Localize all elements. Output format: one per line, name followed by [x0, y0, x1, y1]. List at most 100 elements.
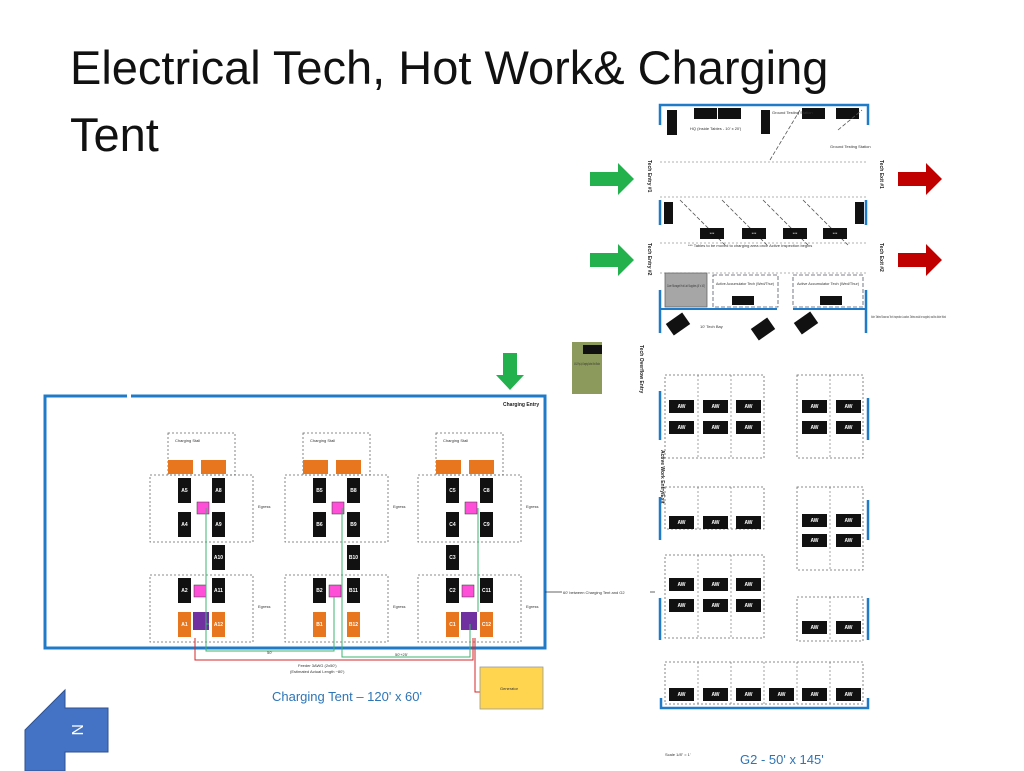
red-feeder-line [194, 638, 474, 661]
svg-text:***: *** [793, 231, 798, 236]
hq-label: HQ (Inside Tables - 10' x 20') [690, 126, 742, 131]
active-work-cell: AW [802, 421, 827, 434]
green-feeder-line [341, 508, 471, 658]
active-accumulator-label: Active Accumulator Tech (Wed/Thur) [716, 281, 775, 286]
active-work-cell: AW [736, 400, 761, 413]
active-work-cell: AW [836, 514, 861, 527]
svg-text:AW: AW [844, 518, 852, 524]
charging-cell: B8 [347, 478, 360, 503]
active-work-cell: AW [703, 400, 728, 413]
svg-text:AW: AW [744, 603, 752, 609]
tables-note: *** Tables to be moved to charging area … [688, 243, 812, 248]
active-work-cell: AW [802, 621, 827, 634]
svg-text:A12: A12 [214, 622, 223, 628]
charging-cell: A9 [212, 512, 225, 537]
charging-stall-unit [336, 460, 361, 474]
egress-label: Egress [258, 604, 270, 609]
inspection-table: *** [742, 228, 766, 239]
core-storage [664, 272, 708, 308]
active-work-cell: AW [736, 516, 761, 529]
charging-cell: C9 [480, 512, 493, 537]
svg-text:B11: B11 [349, 588, 358, 594]
active-work-cell: AW [736, 688, 761, 701]
charging-cell: B6 [313, 512, 326, 537]
scale-label: Scale 1/8" = 1' [665, 752, 691, 757]
svg-text:AW: AW [711, 404, 719, 410]
north-arrow-icon [24, 688, 109, 771]
overflow-station-label: LV/L2 Pop-Up Charging/ Active Work Stati… [574, 361, 600, 366]
svg-text:C12: C12 [482, 622, 491, 628]
charging-stall-label: Charging Stall [175, 438, 200, 443]
charging-tent-wall [43, 394, 547, 650]
distribution-box [464, 501, 478, 515]
power-panel [461, 612, 477, 630]
svg-text:C5: C5 [449, 488, 456, 494]
egress-label: Egress [393, 604, 405, 609]
svg-text:AW: AW [677, 404, 685, 410]
svg-text:AW: AW [744, 425, 752, 431]
charging-cell: A10 [212, 545, 225, 570]
active-work-cell: AW [836, 621, 861, 634]
svg-text:B2: B2 [316, 588, 323, 594]
ground-testing-label: Ground Testing Station [772, 110, 813, 115]
tech-exit-2-label: Tech Exit #2 [878, 243, 884, 272]
svg-text:B5: B5 [316, 488, 323, 494]
tech-exit-1-arrow-icon [898, 163, 942, 195]
svg-text:AW: AW [810, 518, 818, 524]
charging-cell: C11 [480, 578, 493, 603]
charging-cell: C5 [446, 478, 459, 503]
charging-cell: B11 [347, 578, 360, 603]
svg-text:A2: A2 [181, 588, 188, 594]
charging-cell: B12 [347, 612, 360, 637]
charging-stall-label: Charging Stall [443, 438, 468, 443]
core-storage-label: Core Storage/ Hot List Supplies (8' x 10… [667, 283, 705, 288]
svg-text:AW: AW [810, 425, 818, 431]
g2-caption: G2 - 50' x 145' [740, 752, 824, 767]
svg-text:AW: AW [810, 404, 818, 410]
tech-entry-1-label: Tech Entry #1 [646, 160, 652, 193]
charging-cell: A5 [178, 478, 191, 503]
active-work-cell: AW [736, 578, 761, 591]
distance-label: 50'+25' [395, 652, 408, 657]
svg-text:***: *** [752, 231, 757, 236]
svg-text:C4: C4 [449, 522, 456, 528]
active-work-cell: AW [669, 578, 694, 591]
svg-text:AW: AW [677, 425, 685, 431]
svg-text:AW: AW [711, 692, 719, 698]
charging-cell: B5 [313, 478, 326, 503]
svg-text:AW: AW [844, 404, 852, 410]
charging-cell: B10 [347, 545, 360, 570]
inspection-table: *** [700, 228, 724, 239]
generator [479, 666, 544, 710]
active-work-cell: AW [802, 688, 827, 701]
tech-exit-2-arrow-icon [898, 244, 942, 276]
svg-text:C9: C9 [483, 522, 490, 528]
tech-exit-1-label: Tech Exit #1 [878, 160, 884, 189]
svg-text:AW: AW [844, 538, 852, 544]
charging-stall-unit [168, 460, 193, 474]
svg-text:AW: AW [744, 404, 752, 410]
svg-text:AW: AW [677, 582, 685, 588]
charging-cell: C4 [446, 512, 459, 537]
charging-tent-caption: Charging Tent – 120' x 60' [272, 689, 422, 704]
tech-entry-1-arrow-icon [590, 163, 634, 195]
distribution-box [331, 501, 345, 515]
svg-text:AW: AW [677, 520, 685, 526]
active-work-cell: AW [703, 516, 728, 529]
svg-text:A4: A4 [181, 522, 188, 528]
svg-text:A8: A8 [215, 488, 222, 494]
svg-text:AW: AW [711, 425, 719, 431]
svg-text:B9: B9 [350, 522, 357, 528]
svg-text:A10: A10 [214, 555, 223, 561]
active-work-cell: AW [669, 421, 694, 434]
active-work-cell: AW [669, 400, 694, 413]
active-work-cell: AW [802, 514, 827, 527]
svg-text:AW: AW [744, 582, 752, 588]
distribution-box [196, 501, 210, 515]
charging-entry-label: Charging Entry [503, 402, 539, 408]
active-work-cell: AW [836, 421, 861, 434]
svg-text:AW: AW [711, 582, 719, 588]
active-work-cell: AW [703, 599, 728, 612]
svg-text:AW: AW [711, 603, 719, 609]
